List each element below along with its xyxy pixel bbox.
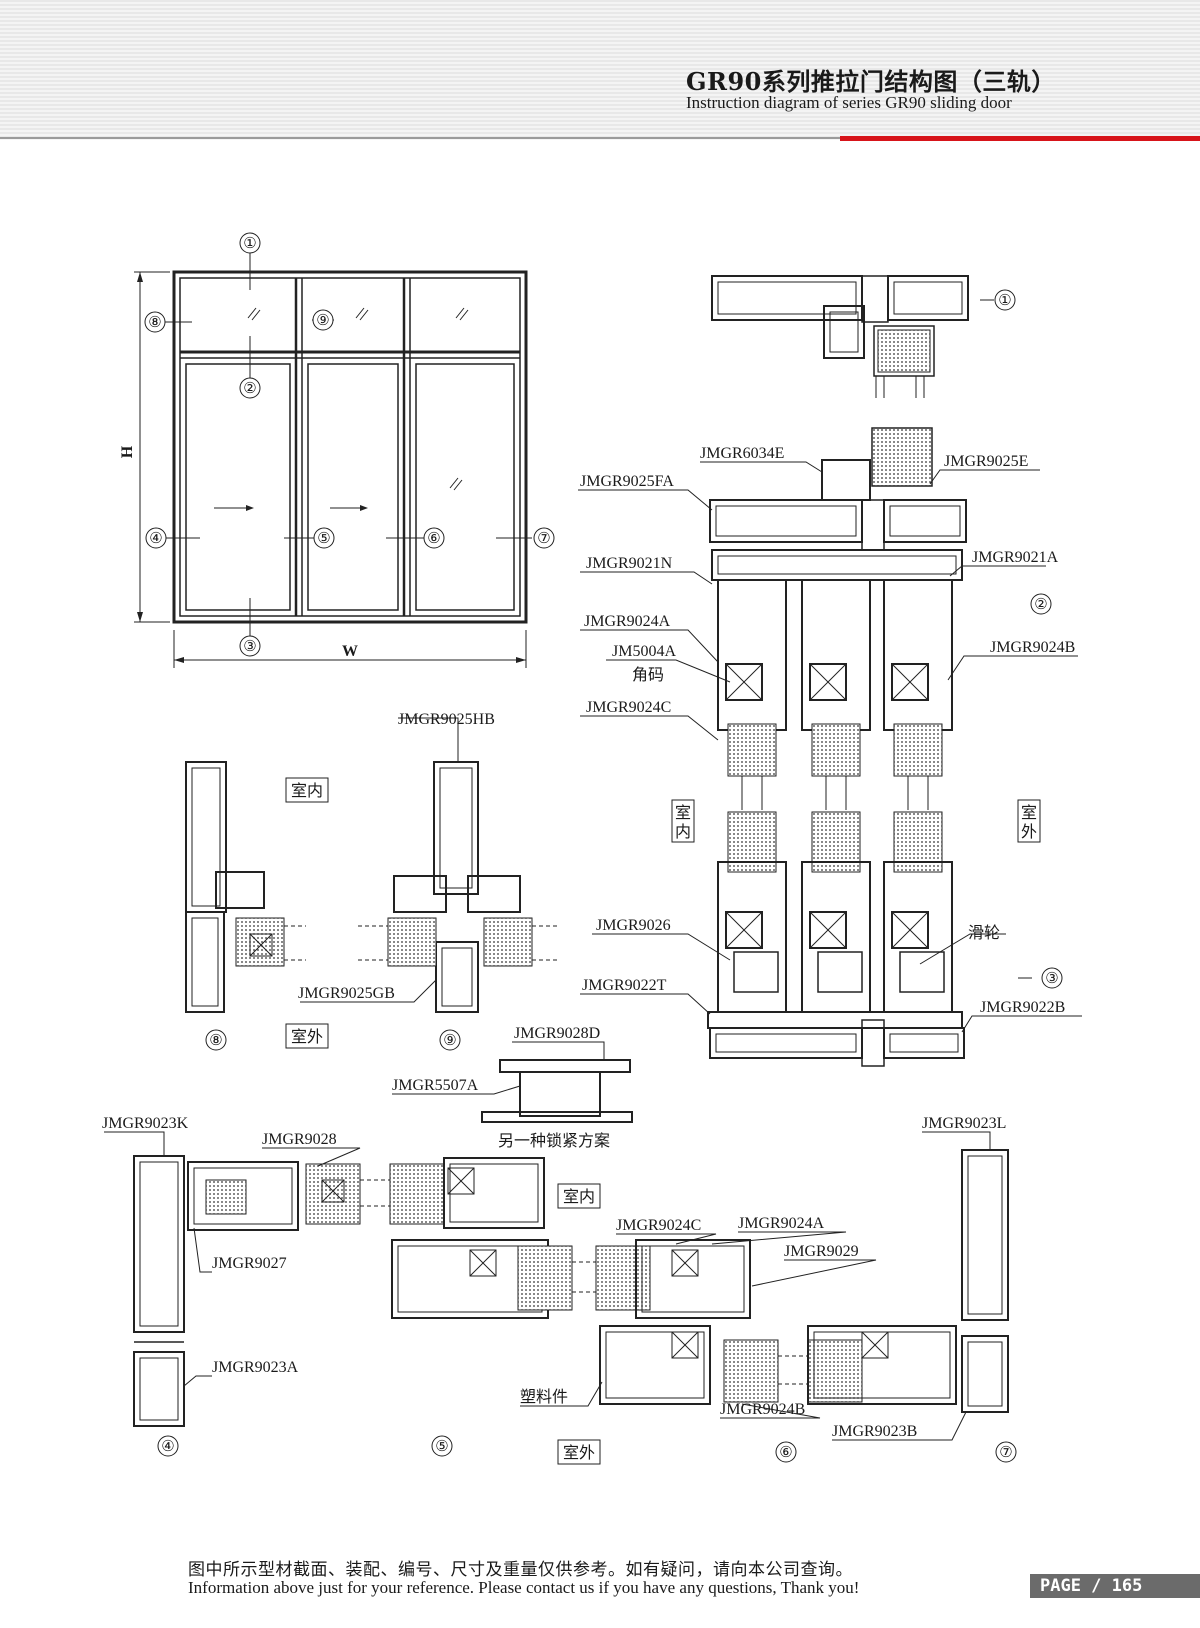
dim-width-label: W bbox=[342, 643, 358, 660]
label-jmgr9025gb: JMGR9025GB bbox=[298, 985, 395, 1002]
page-subtitle: Instruction diagram of series GR90 slidi… bbox=[686, 93, 1012, 112]
section-9 bbox=[300, 717, 560, 1013]
label-jmgr9021n: JMGR9021N bbox=[586, 555, 673, 572]
label-jmgr9024a-right: JMGR9024A bbox=[584, 613, 671, 630]
outdoor-tag-2: 外 bbox=[1021, 822, 1037, 841]
label-jmgr9025e: JMGR9025E bbox=[944, 453, 1028, 470]
door-elevation bbox=[134, 253, 532, 668]
label-jmgr9024b-bottom: JMGR9024B bbox=[720, 1401, 805, 1418]
label-jmgr9023l: JMGR9023L bbox=[922, 1115, 1006, 1132]
label-jmgr9024c-bottom: JMGR9024C bbox=[616, 1217, 701, 1234]
label-jmgr6034e: JMGR6034E bbox=[700, 445, 784, 462]
label-jmgr9023a: JMGR9023A bbox=[212, 1359, 299, 1376]
elevation-markers bbox=[144, 232, 555, 657]
section-2-vertical bbox=[578, 427, 1082, 1067]
marker-5: ⑤ bbox=[317, 531, 330, 547]
alt-lock-detail bbox=[392, 1041, 633, 1123]
label-jmgr9023k: JMGR9023K bbox=[102, 1115, 189, 1132]
indoor-tag-8-text: 室内 bbox=[291, 781, 323, 800]
outdoor-tag-1: 室 bbox=[1021, 803, 1037, 822]
marker-8: ⑧ bbox=[148, 315, 161, 331]
section-marker-1 bbox=[994, 289, 1016, 311]
section-marker-5: ⑤ bbox=[435, 1439, 448, 1455]
section-marker-6: ⑥ bbox=[779, 1445, 792, 1461]
label-jmgr9024a-bottom: JMGR9024A bbox=[738, 1215, 825, 1232]
label-jmgr9021a: JMGR9021A bbox=[972, 549, 1059, 566]
indoor-tag-bottom-text: 室内 bbox=[563, 1187, 595, 1206]
label-jmgr9025fa: JMGR9025FA bbox=[580, 473, 674, 490]
label-jmgr5507a: JMGR5507A bbox=[392, 1077, 479, 1094]
label-jmgr9029: JMGR9029 bbox=[784, 1243, 859, 1260]
footer-note-en: Information above just for your referenc… bbox=[188, 1578, 860, 1597]
horizontal-markers bbox=[157, 1435, 1017, 1463]
label-jmgr9025hb: JMGR9025HB bbox=[398, 711, 495, 728]
label-jmgr9028d: JMGR9028D bbox=[514, 1025, 600, 1042]
section-marker-1-text: ① bbox=[998, 293, 1011, 309]
label-corner: 角码 bbox=[632, 665, 664, 684]
header-accent-bar bbox=[840, 136, 1200, 141]
footer-note-cn: 图中所示型材截面、装配、编号、尺寸及重量仅供参考。如有疑问，请向本公司查询。 bbox=[188, 1560, 853, 1580]
label-jmgr9027: JMGR9027 bbox=[212, 1255, 287, 1272]
label-plastic: 塑料件 bbox=[520, 1387, 568, 1406]
section-marker-3-text: ③ bbox=[1045, 971, 1058, 987]
marker-4: ④ bbox=[149, 531, 162, 547]
outdoor-tag-8-text: 室外 bbox=[291, 1027, 323, 1046]
section-marker-4: ④ bbox=[161, 1439, 174, 1455]
label-alt-lock: 另一种锁紧方案 bbox=[498, 1131, 610, 1150]
page-title: GR90系列推拉门结构图（三轨） bbox=[686, 67, 1056, 96]
marker-9: ⑨ bbox=[316, 313, 329, 329]
section-marker-8-text: ⑧ bbox=[209, 1033, 222, 1049]
indoor-tag-2: 内 bbox=[675, 822, 691, 841]
outdoor-tag-box bbox=[1017, 799, 1041, 843]
section-marker-8 bbox=[205, 1029, 227, 1051]
label-jmgr9022t: JMGR9022T bbox=[582, 977, 667, 994]
section-marker-9-text: ⑨ bbox=[443, 1033, 456, 1049]
section-1-head bbox=[711, 275, 994, 398]
outdoor-tag-8 bbox=[285, 1023, 329, 1049]
label-jmgr9024c-right: JMGR9024C bbox=[586, 699, 671, 716]
label-jm5004a: JM5004A bbox=[612, 643, 676, 660]
section-marker-2-text: ② bbox=[1034, 597, 1047, 613]
indoor-tag-box bbox=[671, 799, 695, 843]
outdoor-tag-bottom bbox=[557, 1439, 601, 1465]
dim-height-label: H bbox=[119, 445, 136, 458]
outdoor-tag-bottom-text: 室外 bbox=[563, 1443, 595, 1462]
label-jmgr9026: JMGR9026 bbox=[596, 917, 671, 934]
horizontal-section bbox=[104, 1131, 1009, 1441]
label-pulley: 滑轮 bbox=[968, 923, 1000, 942]
marker-2: ② bbox=[243, 381, 256, 397]
marker-3: ③ bbox=[243, 639, 256, 655]
indoor-tag-1: 室 bbox=[675, 803, 691, 822]
marker-7: ⑦ bbox=[537, 531, 550, 547]
section-marker-9 bbox=[439, 1029, 461, 1051]
marker-1: ① bbox=[243, 236, 256, 252]
section-marker-2 bbox=[1030, 593, 1052, 615]
section-marker-3 bbox=[1041, 967, 1063, 989]
label-jmgr9024b-right: JMGR9024B bbox=[990, 639, 1075, 656]
label-jmgr9023b: JMGR9023B bbox=[832, 1423, 917, 1440]
section-8 bbox=[185, 761, 306, 1013]
marker-6: ⑥ bbox=[427, 531, 440, 547]
indoor-tag-bottom bbox=[557, 1183, 601, 1209]
header-divider bbox=[0, 137, 840, 139]
page-number: PAGE / 165 bbox=[1030, 1574, 1200, 1598]
section-marker-7: ⑦ bbox=[999, 1445, 1012, 1461]
header-band bbox=[0, 0, 1200, 140]
label-jmgr9022b: JMGR9022B bbox=[980, 999, 1065, 1016]
indoor-tag-8 bbox=[285, 777, 329, 803]
label-jmgr9028: JMGR9028 bbox=[262, 1131, 337, 1148]
